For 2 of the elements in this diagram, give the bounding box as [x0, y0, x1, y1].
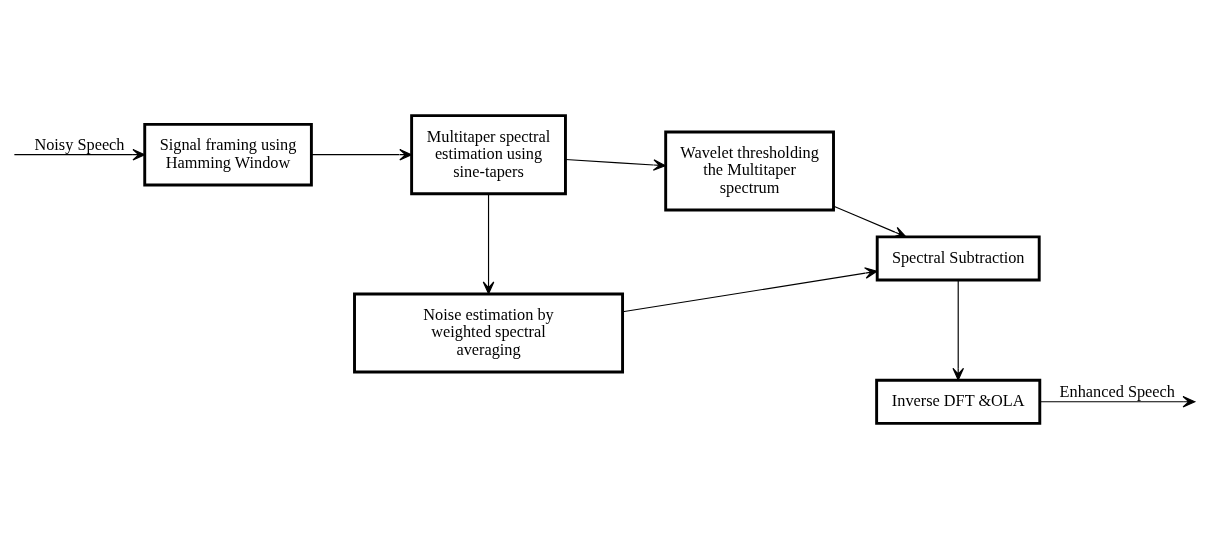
- edge-label: Enhanced Speech: [1059, 382, 1175, 402]
- edge-label: Noisy Speech: [34, 135, 125, 155]
